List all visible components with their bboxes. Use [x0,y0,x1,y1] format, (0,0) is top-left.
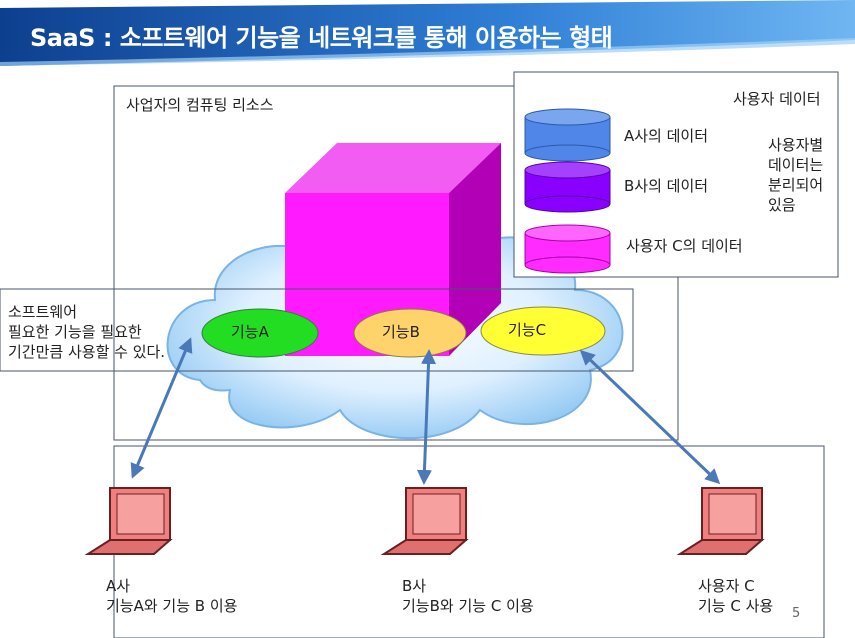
user-data-title: 사용자 데이터 [733,90,821,108]
note-line: 데이터는 [768,156,824,174]
software-note-line: 기간만큼 사용할 수 있다. [8,343,166,361]
client-a-caption: A사 기능A와 기능 B 이용 [106,576,237,616]
function-b-label: 기능B [382,323,420,341]
computing-cube [285,143,501,356]
client-b-caption: B사 기능B와 기능 C 이용 [402,576,534,616]
arrow-a-company [130,337,193,479]
client-usage: 기능 C 사용 [698,597,774,615]
client-usage: 기능A와 기능 B 이용 [106,597,238,615]
client-usage: 기능B와 기능 C 이용 [402,597,534,615]
company-b-data-label: B사의 데이터 [624,177,709,195]
function-a-label: 기능A [231,323,269,341]
client-name: 사용자 C [698,577,755,595]
client-name: A사 [106,577,131,595]
company-a-data-label: A사의 데이터 [624,127,709,145]
title-bar-background [0,0,855,66]
data-separation-note: 사용자별 데이터는 분리되어 있음 [768,135,823,215]
software-note: 소프트웨어 필요한 기능을 필요한 기간만큼 사용할 수 있다. [8,302,165,362]
function-c-ellipse [480,306,606,356]
note-line: 분리되어 [768,176,824,194]
note-line: 사용자별 [768,136,824,154]
laptop-icon-b [380,487,469,555]
user-c-data-label: 사용자 C의 데이터 [626,237,743,255]
software-note-line: 소프트웨어 [8,303,78,321]
company-b-data-cylinder [524,161,611,213]
arrow-b-company [416,349,437,485]
title-bar [0,0,855,66]
company-a-data-cylinder [524,108,611,162]
arrow-user-c [579,349,721,485]
software-note-line: 필요한 기능을 필요한 [8,323,142,341]
function-b-ellipse [353,308,467,358]
laptop-icon-c [676,487,765,555]
function-c-label: 기능C [508,321,547,339]
user-c-data-cylinder [524,224,611,274]
slide-title: SaaS : 소프트웨어 기능을 네트워크를 통해 이용하는 형태 [30,24,613,52]
client-name: B사 [402,577,427,595]
client-c-caption: 사용자 C 기능 C 사용 [698,576,773,616]
note-line: 있음 [768,196,796,214]
software-note-box [0,288,634,372]
laptop-icon-a [84,487,173,555]
page-number: 5 [792,606,801,621]
function-a-ellipse [201,308,319,358]
computing-resource-label: 사업자의 컴퓨팅 리소스 [126,96,274,114]
